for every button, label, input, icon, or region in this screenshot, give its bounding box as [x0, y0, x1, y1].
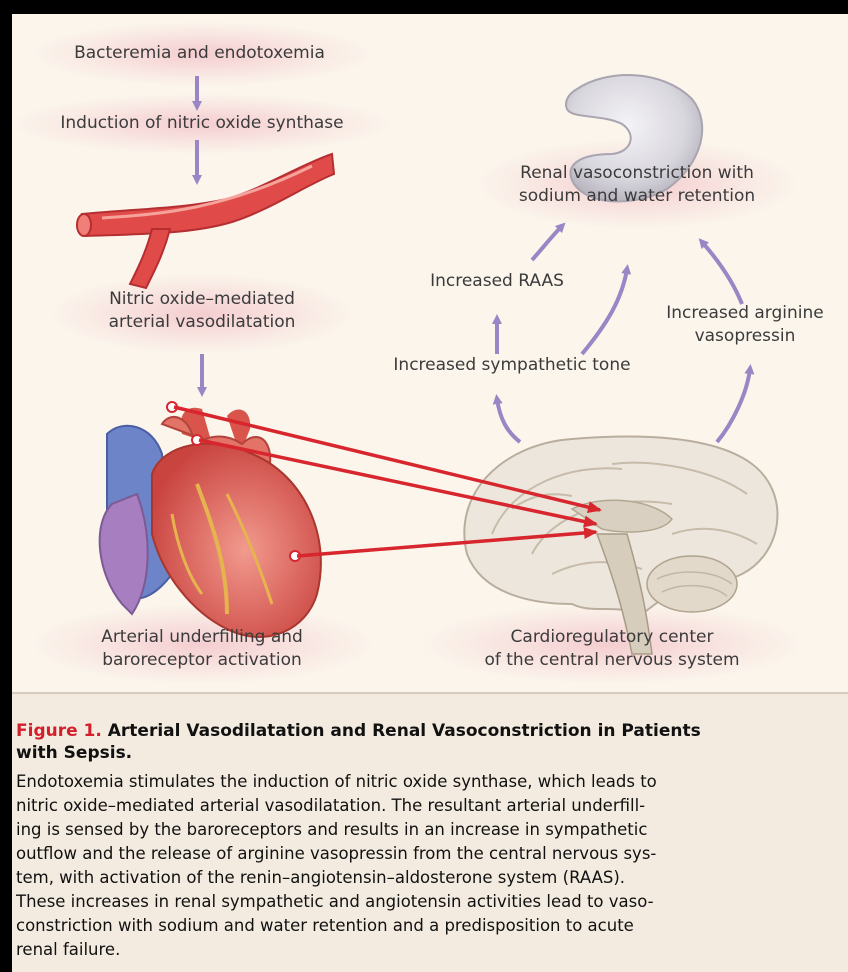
caption-body-line: constriction with sodium and water reten…	[16, 914, 844, 938]
figure-label: Figure 1.	[16, 721, 102, 741]
label-renal: Renal vasoconstriction with sodium and w…	[482, 162, 792, 208]
label-vasodilatation-line-1: Nitric oxide–mediated	[52, 288, 352, 311]
caption-body-line: renal failure.	[16, 938, 844, 962]
caption-body-line: ing is sensed by the baroreceptors and r…	[16, 818, 844, 842]
caption-body: Endotoxemia stimulates the induction of …	[16, 770, 844, 962]
figure-caption: Figure 1. Arterial Vasodilatation and Re…	[12, 692, 848, 972]
caption-body-line: Endotoxemia stimulates the induction of …	[16, 770, 844, 794]
arrow-sympathetic-to-kidney	[582, 269, 627, 354]
label-vasopressin-line-2: vasopressin	[642, 325, 848, 348]
label-vasopressin: Increased arginine vasopressin	[642, 302, 848, 348]
label-renal-line-2: sodium and water retention	[482, 185, 792, 208]
arrow-brain-to-vasopressin	[717, 369, 750, 442]
label-underfilling: Arterial underfilling and baroreceptor a…	[52, 626, 352, 672]
arrow-raas-to-kidney	[532, 226, 562, 260]
label-cns: Cardioregulatory center of the central n…	[437, 626, 787, 672]
label-vasopressin-line-1: Increased arginine	[642, 302, 848, 325]
label-vasodilatation-line-2: arterial vasodilatation	[52, 311, 352, 334]
label-underfilling-line-1: Arterial underfilling and	[52, 626, 352, 649]
label-cns-line-2: of the central nervous system	[437, 649, 787, 672]
caption-title-line-1: Arterial Vasodilatation and Renal Vasoco…	[108, 721, 701, 741]
label-cns-line-1: Cardioregulatory center	[437, 626, 787, 649]
figure-frame: Bacteremia and endotoxemia Induction of …	[12, 14, 848, 972]
label-vasodilatation: Nitric oxide–mediated arterial vasodilat…	[52, 288, 352, 334]
caption-title: Figure 1. Arterial Vasodilatation and Re…	[16, 720, 836, 764]
caption-body-line: outflow and the release of arginine vaso…	[16, 842, 844, 866]
caption-body-line: nitric oxide–mediated arterial vasodilat…	[16, 794, 844, 818]
caption-body-line: tem, with activation of the renin–angiot…	[16, 866, 844, 890]
caption-title-line-2: with Sepsis.	[16, 743, 132, 763]
heart-illustration	[100, 402, 321, 637]
label-renal-line-1: Renal vasoconstriction with	[482, 162, 792, 185]
label-raas: Increased RAAS	[407, 270, 587, 293]
arrow-brain-to-sympathetic	[497, 399, 520, 442]
label-induction: Induction of nitric oxide synthase	[12, 112, 392, 135]
label-underfilling-line-2: baroreceptor activation	[52, 649, 352, 672]
arrow-vasopressin-to-kidney	[702, 242, 742, 304]
artery-illustration	[77, 154, 334, 288]
label-bacteremia: Bacteremia and endotoxemia	[22, 42, 377, 65]
caption-body-line: These increases in renal sympathetic and…	[16, 890, 844, 914]
label-sympathetic: Increased sympathetic tone	[362, 354, 662, 377]
